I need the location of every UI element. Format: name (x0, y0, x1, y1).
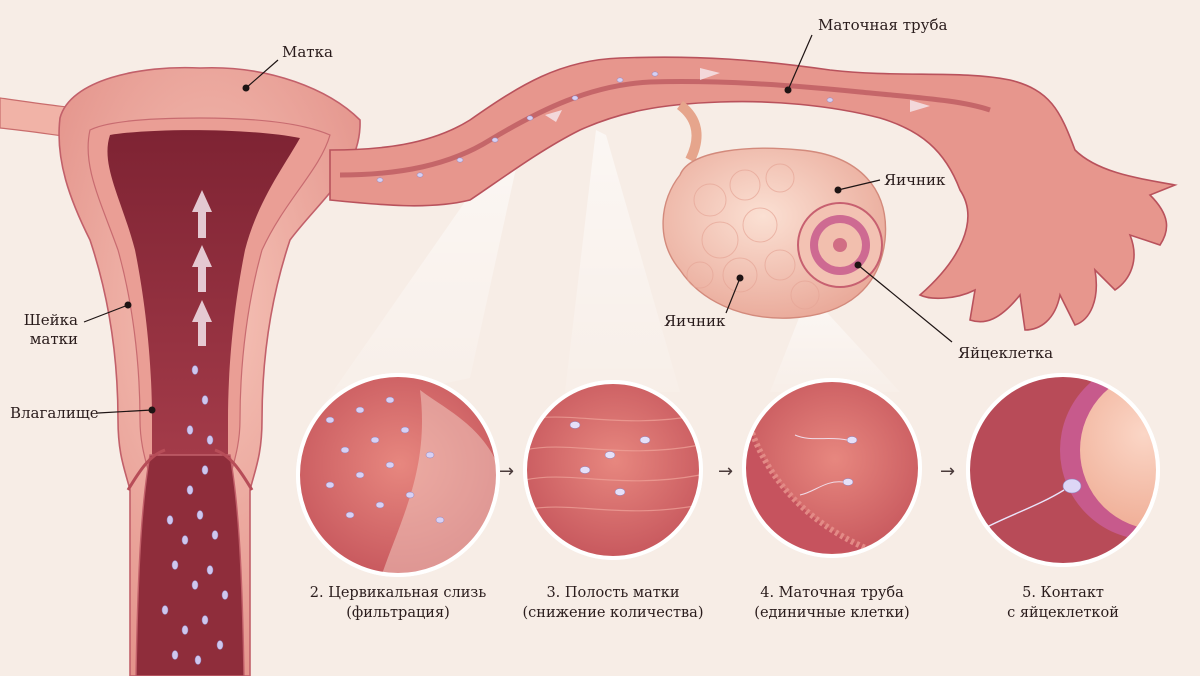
stage-arrow-1: → (499, 461, 515, 482)
magnifier-egg-contact (966, 373, 1160, 567)
magnifier-uterine-cavity (523, 380, 703, 560)
magnifier-fallopian-tube (742, 378, 922, 558)
stage-caption-2-line1: 2. Цервикальная слизь (309, 585, 487, 601)
fallopian-tube (329, 56, 1178, 331)
stage-caption-3: 3. Полость матки (снижение количества) (503, 583, 723, 623)
stage-caption-3-line2: (снижение количества) (522, 605, 704, 621)
egg-pointer-dot (854, 261, 862, 269)
stage-caption-4-line2: (единичные клетки) (754, 605, 910, 621)
pointer-lines (83, 34, 953, 414)
label-cervix-line1: Шейка (23, 311, 78, 329)
label-uterus: Матка (282, 43, 333, 61)
stage-caption-3-line1: 3. Полость матки (546, 585, 680, 601)
ovary-left-pointer-dot (736, 274, 744, 282)
stage-caption-2: 2. Цервикальная слизь (фильтрация) (288, 583, 508, 623)
stage-caption-5: 5. Контакт с яйцеклеткой (953, 583, 1173, 623)
magnifier-cervical-mucus (296, 373, 500, 577)
label-vagina: Влагалище (10, 404, 99, 422)
label-egg: Яйцеклетка (958, 344, 1054, 362)
label-ovary-right: Яичник (884, 171, 946, 189)
stage-arrow-2: → (718, 461, 734, 482)
ovary (662, 101, 887, 319)
uterus-pointer-dot (242, 84, 250, 92)
uterus-body (0, 66, 361, 676)
stage-caption-2-line2: (фильтрация) (346, 605, 450, 621)
tube-pointer-dot (784, 86, 792, 94)
stage-caption-5-line2: с яйцеклеткой (1007, 605, 1119, 621)
cervix-pointer-dot (124, 301, 132, 309)
ovary-right-pointer-dot (834, 186, 842, 194)
label-fallopian-tube: Маточная труба (818, 16, 948, 34)
magnifier-beams (320, 130, 900, 410)
label-cervix-line2: матки (29, 330, 78, 348)
stage-arrow-3: → (940, 461, 956, 482)
label-cervix: Шейка матки (18, 311, 78, 349)
vagina-pointer-dot (148, 406, 156, 414)
stage-caption-5-line1: 5. Контакт (1022, 585, 1104, 601)
stage-caption-4-line1: 4. Маточная труба (760, 585, 904, 601)
stage-caption-4: 4. Маточная труба (единичные клетки) (722, 583, 942, 623)
label-ovary-left: Яичник (664, 312, 726, 330)
